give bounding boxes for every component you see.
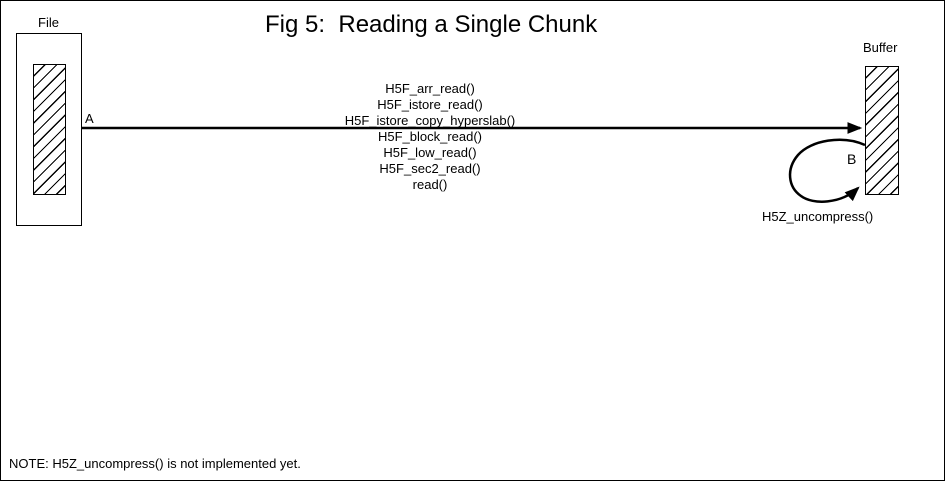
call-stack-line: H5F_istore_copy_hyperslab() [344, 113, 516, 128]
buffer-hatched-rect [865, 66, 899, 195]
note-text: NOTE: H5Z_uncompress() is not implemente… [9, 456, 301, 471]
call-stack-line: H5F_block_read() [377, 129, 483, 144]
arrow-a-label: A [85, 111, 94, 126]
buffer-label: Buffer [863, 40, 898, 55]
figure-title: Fig 5: Reading a Single Chunk [265, 11, 598, 38]
call-stack-line: H5F_istore_read() [377, 97, 483, 112]
uncompress-loop-arrow [788, 138, 866, 203]
uncompress-function-label: H5Z_uncompress() [762, 209, 874, 224]
call-stack-line: H5F_sec2_read() [379, 161, 481, 176]
call-stack-line: H5F_arr_read() [385, 81, 475, 96]
file-chunk-hatched-rect [33, 64, 66, 195]
read-call-stack: H5F_arr_read() H5F_istore_read() H5F_ist… [345, 81, 516, 193]
loop-b-label: B [847, 151, 857, 167]
file-label: File [38, 15, 59, 30]
call-stack-line: read() [412, 177, 448, 192]
call-stack-line: H5F_low_read() [383, 145, 477, 160]
